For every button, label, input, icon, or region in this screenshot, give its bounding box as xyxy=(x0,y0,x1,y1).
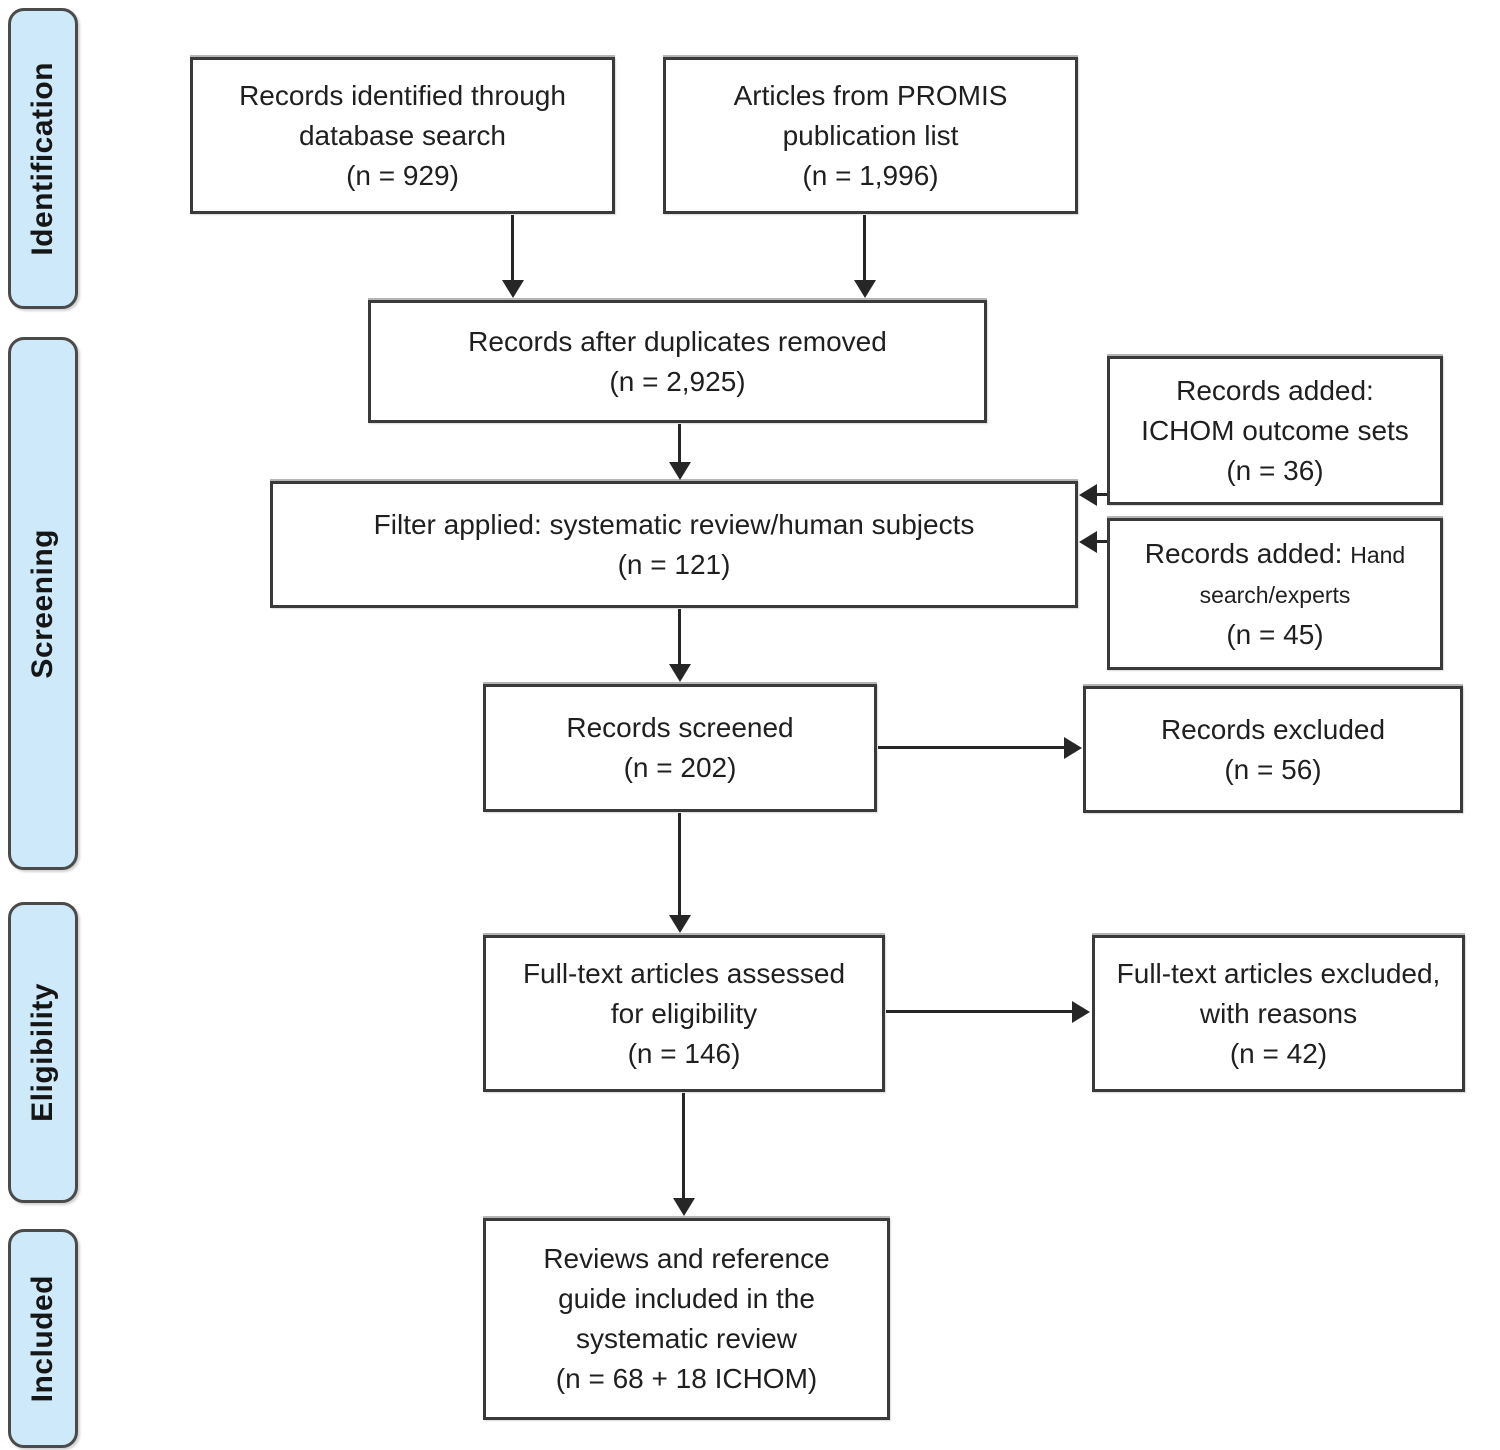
arrow-promis-to-duplicates-shaft xyxy=(863,215,866,281)
fulltext-excluded-box: Full-text articles excluded, with reason… xyxy=(1092,935,1465,1092)
arrowhead-down-icon xyxy=(669,915,691,933)
fulltext-excluded-text: Full-text articles excluded, with reason… xyxy=(1116,957,1441,1069)
duplicates-removed-box: Records after duplicates removed (n = 2,… xyxy=(368,300,987,423)
stage-identification-label: Identification xyxy=(26,61,59,256)
arrow-fulltext-to-excluded-shaft xyxy=(886,1010,1074,1013)
arrowhead-left-icon xyxy=(1079,531,1097,553)
included-reviews-text: Reviews and reference guide included in … xyxy=(543,1243,830,1394)
arrowhead-down-icon xyxy=(673,1198,695,1216)
promis-articles-box: Articles from PROMIS publication list (n… xyxy=(663,57,1078,214)
hand-search-detail1: Hand xyxy=(1350,541,1406,568)
arrowhead-right-icon xyxy=(1064,737,1082,759)
fulltext-assessed-text: Full-text articles assessed for eligibil… xyxy=(522,957,846,1069)
arrowhead-down-icon xyxy=(502,280,524,298)
hand-search-added-box: Records added: Hand search/experts (n = 45… xyxy=(1107,518,1443,670)
hand-search-lead: Records added: xyxy=(1144,537,1351,569)
hand-search-line1: Records added: Hand xyxy=(1145,534,1405,575)
ichom-records-added-text: Records added: ICHOM outcome sets (n = 3… xyxy=(1141,374,1409,486)
hand-search-detail2: search/experts xyxy=(1199,581,1351,608)
arrow-fulltext-to-included-shaft xyxy=(682,1093,685,1198)
arrowhead-left-icon xyxy=(1079,484,1097,506)
ichom-records-added-box: Records added: ICHOM outcome sets (n = 3… xyxy=(1107,356,1443,505)
stage-screening: Screening xyxy=(8,337,78,870)
records-excluded-text: Records excluded (n = 56) xyxy=(1160,713,1386,785)
promis-articles-text: Articles from PROMIS publication list (n… xyxy=(733,79,1008,191)
records-excluded-box: Records excluded (n = 56) xyxy=(1083,686,1463,813)
included-reviews-box: Reviews and reference guide included in … xyxy=(483,1218,890,1420)
stage-included-label: Included xyxy=(26,1274,59,1403)
arrow-screened-to-fulltext-shaft xyxy=(678,813,681,915)
arrow-identified-to-duplicates-shaft xyxy=(511,215,514,281)
stage-eligibility-label: Eligibility xyxy=(26,983,59,1122)
filter-applied-text: Filter applied: systematic review/human … xyxy=(373,508,975,580)
fulltext-assessed-box: Full-text articles assessed for eligibil… xyxy=(483,935,885,1092)
stage-screening-label: Screening xyxy=(26,528,59,679)
hand-search-added-text: Records added: Hand search/experts (n = 45… xyxy=(1135,530,1415,659)
arrow-handsearch-to-filter-shaft xyxy=(1095,540,1107,543)
stage-included: Included xyxy=(8,1229,78,1448)
arrowhead-down-icon xyxy=(669,664,691,682)
records-screened-text: Records screened (n = 202) xyxy=(566,712,794,783)
arrow-ichom-to-filter-shaft xyxy=(1095,493,1107,496)
records-identified-box: Records identified through database sear… xyxy=(190,57,615,214)
arrowhead-right-icon xyxy=(1072,1001,1090,1023)
duplicates-removed-text: Records after duplicates removed (n = 2,… xyxy=(468,325,887,397)
stage-eligibility: Eligibility xyxy=(8,902,78,1203)
arrow-screened-to-excluded-shaft xyxy=(878,746,1066,749)
arrow-duplicates-to-filter-shaft xyxy=(678,424,681,462)
hand-search-count: (n = 45) xyxy=(1226,618,1324,650)
filter-applied-box: Filter applied: systematic review/human … xyxy=(270,481,1078,608)
records-identified-text: Records identified through database sear… xyxy=(239,79,566,191)
stage-identification: Identification xyxy=(8,8,78,309)
arrow-filter-to-screened-shaft xyxy=(678,609,681,665)
records-screened-box: Records screened (n = 202) xyxy=(483,684,877,812)
arrowhead-down-icon xyxy=(669,462,691,480)
arrowhead-down-icon xyxy=(854,280,876,298)
